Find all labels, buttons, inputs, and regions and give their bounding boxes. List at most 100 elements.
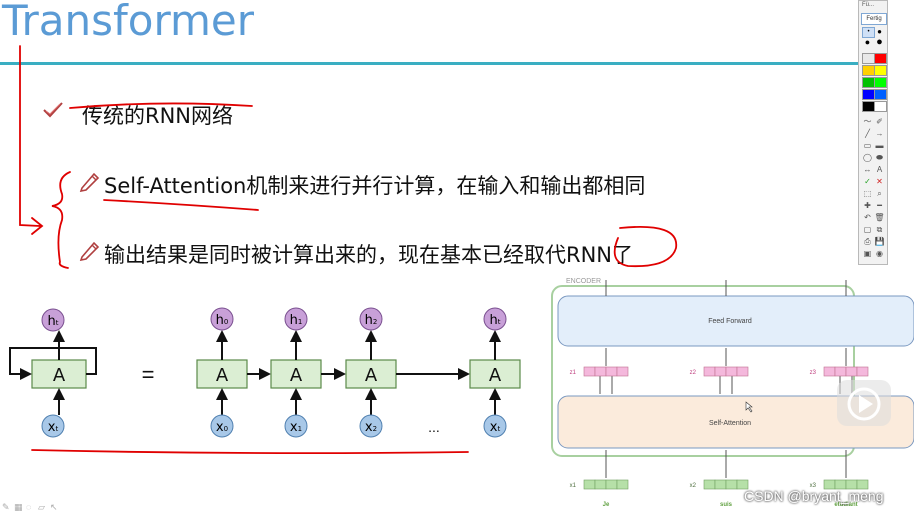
- equals-sign: =: [142, 362, 155, 387]
- pencil-icon: [79, 172, 100, 192]
- pen-icon[interactable]: ✎: [2, 502, 10, 512]
- svg-text:h2: h2: [365, 313, 378, 328]
- rnn-folded-cell: A ht xt: [9, 308, 97, 438]
- svg-text:A: A: [290, 365, 303, 386]
- highlighter-icon[interactable]: ▱: [38, 502, 45, 512]
- svg-text:x3: x3: [810, 483, 817, 489]
- rnn-cell-step-2: Ah2 x2: [345, 307, 397, 438]
- annotation-strikethrough: [69, 102, 253, 109]
- svg-text:x0: x0: [216, 420, 228, 435]
- globe-tool-icon[interactable]: ◉: [876, 249, 883, 258]
- rnn-cell-step-0: Ah0 x0: [196, 307, 248, 438]
- copy-tool-icon[interactable]: ⧉: [876, 225, 883, 234]
- bullet-self-attention: Self-Attention机制来进行并行计算，在输入和输出都相同: [104, 174, 646, 198]
- svg-text:suis: suis: [720, 502, 733, 508]
- h-node: [284, 307, 308, 331]
- svg-text:x2: x2: [690, 483, 697, 489]
- pointer-icon[interactable]: ↖: [50, 502, 58, 512]
- video-play-button[interactable]: [837, 380, 891, 426]
- annotation-arrow: [19, 45, 44, 235]
- feed-forward-label: Feed Forward: [708, 318, 752, 325]
- screen-tool-icon[interactable]: ▣: [863, 249, 872, 258]
- cross-tool-icon[interactable]: ✕: [876, 177, 883, 186]
- self-attention-box: [557, 395, 914, 449]
- select-tool-icon[interactable]: ⬚: [863, 189, 872, 198]
- toolbar-top-label: Fü...: [862, 2, 875, 8]
- print-tool-icon[interactable]: ⎙: [864, 237, 871, 246]
- slide-title: Transformer: [2, 0, 255, 45]
- x-node: [359, 414, 383, 438]
- add-tool-icon[interactable]: ✚: [864, 201, 871, 210]
- svg-text:h1: h1: [290, 313, 303, 328]
- color-swatch[interactable]: [874, 101, 887, 112]
- marker-tool-icon[interactable]: ✐: [876, 117, 883, 126]
- minus-tool-icon[interactable]: ━: [877, 201, 882, 210]
- ellipse-tool-icon[interactable]: ◯: [863, 153, 872, 162]
- line-tool-icon[interactable]: ╱: [865, 129, 870, 138]
- bullet-parallel-output: 输出结果是同时被计算出来的，现在基本已经取代RNN了: [104, 243, 634, 267]
- pencil-icon: [79, 241, 100, 261]
- x-node: [483, 414, 507, 438]
- h-node: [359, 307, 383, 331]
- filled-rect-tool-icon[interactable]: ▬: [875, 141, 884, 150]
- delete-tool-icon[interactable]: 🗑: [874, 213, 885, 222]
- title-divider: [0, 62, 858, 65]
- svg-text:A: A: [216, 365, 229, 386]
- rnn-cell-step-3: Aht xt: [469, 307, 521, 438]
- svg-text:z1: z1: [570, 370, 577, 376]
- annotation-circle-rnn: [613, 226, 677, 268]
- svg-text:x1: x1: [570, 483, 577, 489]
- arrow-tool-icon[interactable]: →: [875, 129, 884, 138]
- medium-dot-tool[interactable]: ●: [877, 27, 882, 36]
- recurrent-loop-arrow: [9, 347, 97, 380]
- svg-text:etudiant: etudiant: [834, 502, 857, 508]
- svg-text:h0: h0: [216, 313, 229, 328]
- color-swatch[interactable]: [874, 89, 887, 100]
- save-tool-icon[interactable]: 💾: [874, 237, 885, 246]
- svg-text:A: A: [365, 365, 378, 386]
- check-tool-icon[interactable]: ✓: [864, 177, 871, 186]
- small-dot-tool[interactable]: •: [862, 27, 875, 38]
- ellipsis: ...: [428, 419, 440, 435]
- annotation-brace: [51, 171, 71, 269]
- svg-text:z3: z3: [810, 370, 817, 376]
- encoder-label: ENCODER: [566, 278, 601, 285]
- done-button[interactable]: Fertig: [861, 13, 887, 25]
- filled-ellipse-tool-icon[interactable]: ⬬: [876, 153, 883, 162]
- rect-tool-icon[interactable]: ▭: [863, 141, 872, 150]
- svg-text:z2: z2: [690, 370, 697, 376]
- svg-text:xt: xt: [490, 420, 501, 435]
- resize-tool-icon[interactable]: ↔: [863, 165, 872, 174]
- zoom-tool-icon[interactable]: ⌕: [877, 189, 882, 198]
- slide-nav-icons: ✎ ▦◌ ▱ ↖: [2, 497, 62, 515]
- svg-text:A: A: [489, 365, 502, 386]
- page-tool-icon[interactable]: ▢: [863, 225, 872, 234]
- annotation-underline: [103, 199, 259, 211]
- grid-icon[interactable]: ▦: [14, 502, 23, 512]
- svg-text:ht: ht: [48, 314, 59, 329]
- svg-text:ht: ht: [490, 313, 501, 328]
- eraser-icon[interactable]: ◌: [26, 502, 32, 512]
- encoder-diagram: ENCODER Feed Forward Self-Attention z1x1…: [551, 278, 914, 508]
- xlarge-dot-tool[interactable]: ●: [876, 36, 883, 48]
- encoder-column-1: z2 x2 suis: [690, 280, 749, 508]
- color-swatch[interactable]: [874, 65, 887, 76]
- x-node: [284, 414, 308, 438]
- x-node: [210, 414, 234, 438]
- color-swatch[interactable]: [874, 77, 887, 88]
- color-swatch[interactable]: [874, 53, 887, 64]
- mouse-cursor: [745, 401, 753, 413]
- svg-text:x2: x2: [365, 420, 377, 435]
- svg-text:Je: Je: [603, 502, 610, 508]
- undo-tool-icon[interactable]: ↶: [864, 213, 871, 222]
- pen-tool-icon[interactable]: 〜: [863, 117, 872, 126]
- play-icon: [847, 387, 881, 421]
- feed-forward-box: [557, 295, 914, 347]
- bullet-traditional-rnn: 传统的RNN网络: [82, 104, 234, 128]
- text-tool-icon[interactable]: A: [876, 165, 883, 174]
- large-dot-tool[interactable]: ●: [864, 37, 871, 47]
